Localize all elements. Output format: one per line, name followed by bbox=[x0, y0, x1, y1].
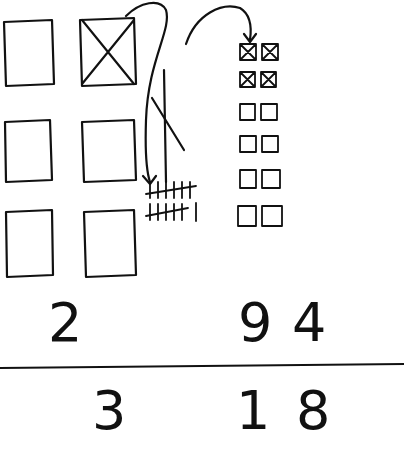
hundred-square bbox=[80, 18, 136, 86]
digit-label: 9 bbox=[238, 296, 272, 350]
hundred-square bbox=[4, 20, 54, 86]
digit-label: 8 bbox=[296, 384, 330, 438]
hundred-square bbox=[84, 210, 136, 277]
regroup-arrow bbox=[186, 7, 256, 45]
digit-label: 3 bbox=[92, 384, 126, 438]
regroup-arrow bbox=[126, 3, 167, 184]
ten-stick bbox=[152, 70, 184, 182]
answer-line bbox=[0, 364, 404, 368]
hundred-blocks bbox=[4, 18, 136, 277]
ten-ones-tally bbox=[146, 182, 196, 221]
hundred-square bbox=[82, 120, 136, 182]
cross-out bbox=[82, 20, 134, 84]
hundred-square bbox=[6, 210, 53, 277]
digit-label: 1 bbox=[236, 384, 270, 438]
digit-label: 2 bbox=[48, 296, 82, 350]
ones-squares bbox=[238, 44, 282, 226]
hundred-square bbox=[5, 120, 52, 182]
digit-label: 4 bbox=[292, 296, 326, 350]
